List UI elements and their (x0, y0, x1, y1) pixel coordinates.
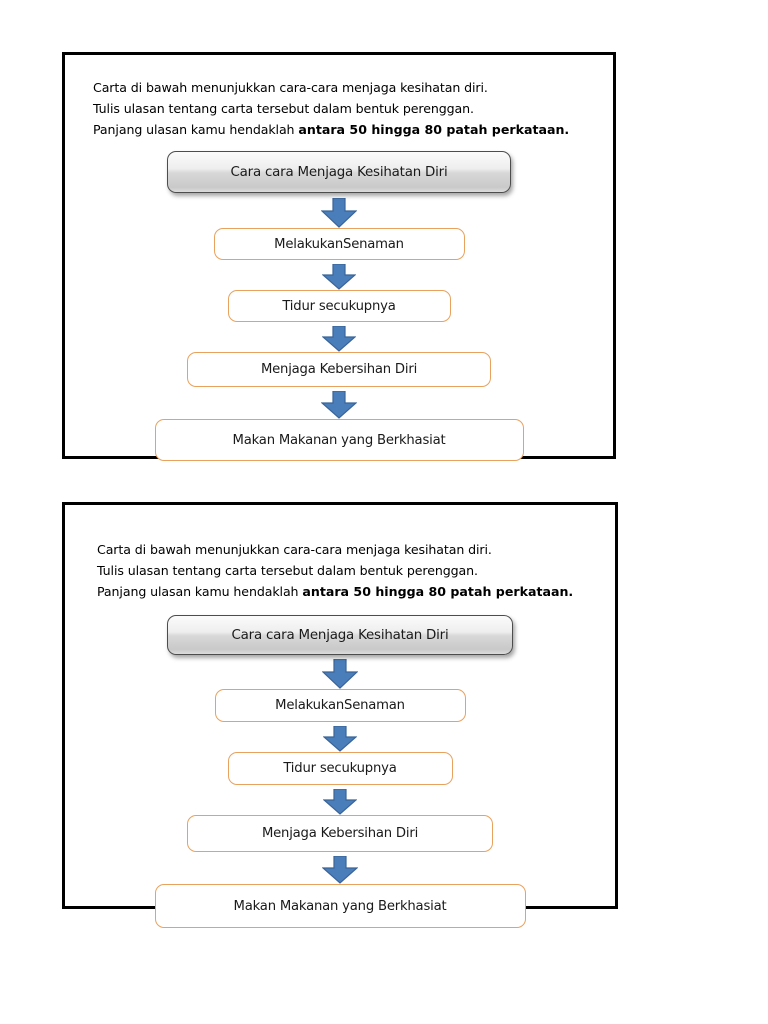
flowchart-2: Cara cara Menjaga Kesihatan Diri Melakuk… (65, 615, 615, 928)
flowchart-node-step-3: Menjaga Kebersihan Diri (187, 352, 491, 387)
instruction-block: Carta di bawah menunjukkan cara-cara men… (93, 77, 569, 140)
flowchart-node-step-4-label: Makan Makanan yang Berkhasiat (233, 898, 447, 914)
down-arrow-icon-4 (320, 390, 358, 419)
flowchart-node-title: Cara cara Menjaga Kesihatan Diri (167, 151, 511, 193)
instruction-line-1: Carta di bawah menunjukkan cara-cara men… (93, 80, 488, 95)
flowchart-node-step-1-label: MelakukanSenaman (275, 698, 405, 713)
down-arrow-icon-3 (322, 788, 358, 815)
flowchart-node-title: Cara cara Menjaga Kesihatan Diri (167, 615, 513, 655)
instruction-line-3-emphasis: antara 50 hingga 80 patah perkataan. (298, 122, 570, 137)
worksheet-panel-1: Carta di bawah menunjukkan cara-cara men… (62, 52, 616, 461)
flowchart-node-step-2: Tidur secukupnya (227, 752, 453, 785)
instruction-line-1: Carta di bawah menunjukkan cara-cara men… (97, 542, 492, 557)
worksheet-panel-2: Carta di bawah menunjukkan cara-cara men… (62, 502, 618, 928)
flowchart-1: Cara cara Menjaga Kesihatan Diri Melakuk… (65, 151, 613, 461)
down-arrow-icon-1 (321, 658, 359, 689)
instruction-line-2: Tulis ulasan tentang carta tersebut dala… (97, 563, 478, 578)
instruction-line-2: Tulis ulasan tentang carta tersebut dala… (93, 101, 474, 116)
down-arrow-icon-2 (321, 263, 357, 290)
flowchart-node-step-3-label: Menjaga Kebersihan Diri (261, 826, 419, 841)
flowchart-node-step-3: Menjaga Kebersihan Diri (187, 815, 493, 852)
flowchart-node-step-3-label: Menjaga Kebersihan Diri (260, 362, 418, 377)
flowchart-node-step-1-label: MelakukanSenaman (274, 236, 404, 252)
flowchart-node-step-4: Makan Makanan yang Berkhasiat (154, 884, 526, 928)
down-arrow-icon-4 (321, 855, 359, 884)
flowchart-node-step-2-label: Tidur secukupnya (283, 761, 397, 776)
flowchart-node-step-2-label: Tidur secukupnya (282, 298, 396, 314)
flowchart-node-title-label: Cara cara Menjaga Kesihatan Diri (231, 627, 449, 643)
instruction-line-3-prefix: Panjang ulasan kamu hendaklah (97, 584, 303, 599)
instruction-line-3-emphasis: antara 50 hingga 80 patah perkataan. (302, 584, 574, 599)
down-arrow-icon-1 (320, 197, 358, 228)
instruction-block: Carta di bawah menunjukkan cara-cara men… (97, 539, 573, 602)
flowchart-node-step-4: Makan Makanan yang Berkhasiat (154, 419, 524, 461)
flowchart-node-step-2: Tidur secukupnya (227, 290, 451, 322)
instruction-line-3-prefix: Panjang ulasan kamu hendaklah (93, 122, 299, 137)
down-arrow-icon-3 (321, 325, 357, 352)
flowchart-node-step-1: MelakukanSenaman (214, 689, 466, 722)
down-arrow-icon-2 (322, 725, 358, 752)
instruction-line-3: Panjang ulasan kamu hendaklah antara 50 … (97, 581, 573, 602)
instruction-line-3: Panjang ulasan kamu hendaklah antara 50 … (93, 119, 569, 140)
flowchart-node-title-label: Cara cara Menjaga Kesihatan Diri (230, 164, 448, 180)
flowchart-node-step-1: MelakukanSenaman (213, 228, 465, 260)
flowchart-node-step-4-label: Makan Makanan yang Berkhasiat (232, 432, 446, 448)
